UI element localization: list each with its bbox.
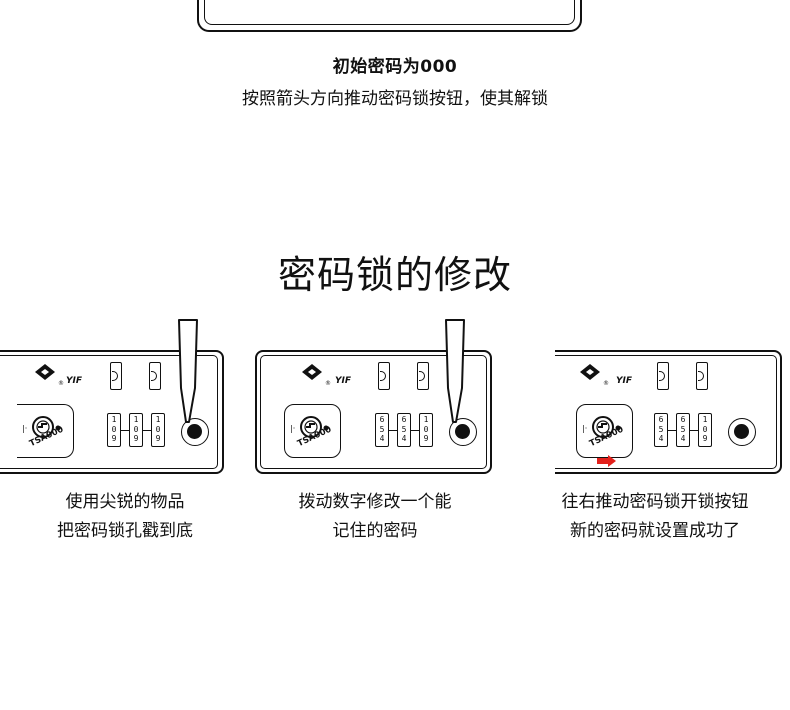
tsa-key-icon: |· TSA000 <box>576 404 633 458</box>
needle-tool-icon <box>178 319 198 423</box>
brand-label: YIF <box>335 376 352 386</box>
initial-code-title: 初始密码为000 <box>332 57 458 77</box>
slot-2 <box>696 362 708 390</box>
right-arrow-icon <box>597 455 616 467</box>
svg-text:|·: |· <box>582 424 587 433</box>
reset-hole-button[interactable] <box>449 418 477 446</box>
step-3-caption-line2: 新的密码就设置成功了 <box>570 521 740 541</box>
slot-1 <box>110 362 122 390</box>
slot-1 <box>657 362 669 390</box>
step-2-caption-line1: 拨动数字修改一个能 <box>298 492 452 512</box>
step-1-caption: 使用尖锐的物品 把密码锁孔戳到底 <box>20 488 230 546</box>
diamond-logo-icon <box>302 364 322 380</box>
step-2-caption: 拨动数字修改一个能 记住的密码 <box>270 488 480 546</box>
diamond-logo-icon <box>580 364 600 380</box>
slot-2 <box>417 362 429 390</box>
registered-mark: ® <box>325 380 331 387</box>
step-1-caption-line1: 使用尖锐的物品 <box>65 492 185 512</box>
svg-text:|·: |· <box>290 424 295 433</box>
needle-tool-icon <box>445 319 465 423</box>
step-1-caption-line2: 把密码锁孔戳到底 <box>57 521 193 541</box>
svg-text:|·: |· <box>22 424 27 433</box>
tsa-key-icon: |· TSA000 <box>284 404 341 458</box>
unlock-push-button[interactable] <box>728 418 756 446</box>
registered-mark: ® <box>603 380 609 387</box>
step-3-caption-line1: 往右推动密码锁开锁按钮 <box>561 492 749 512</box>
registered-mark: ® <box>58 380 64 387</box>
step-2-caption-line2: 记住的密码 <box>332 521 418 541</box>
reset-hole-button[interactable] <box>181 418 209 446</box>
step-3-caption: 往右推动密码锁开锁按钮 新的密码就设置成功了 <box>535 488 775 546</box>
top-frame <box>197 0 582 32</box>
brand-label: YIF <box>66 376 83 386</box>
slot-1 <box>378 362 390 390</box>
slot-2 <box>149 362 161 390</box>
diamond-logo-icon <box>35 364 55 380</box>
brand-label: YIF <box>616 376 633 386</box>
section-title: 密码锁的修改 <box>277 253 512 297</box>
tsa-key-icon: |· TSA000 <box>17 404 74 458</box>
unlock-description: 按照箭头方向推动密码锁按钮，使其解锁 <box>242 89 548 109</box>
